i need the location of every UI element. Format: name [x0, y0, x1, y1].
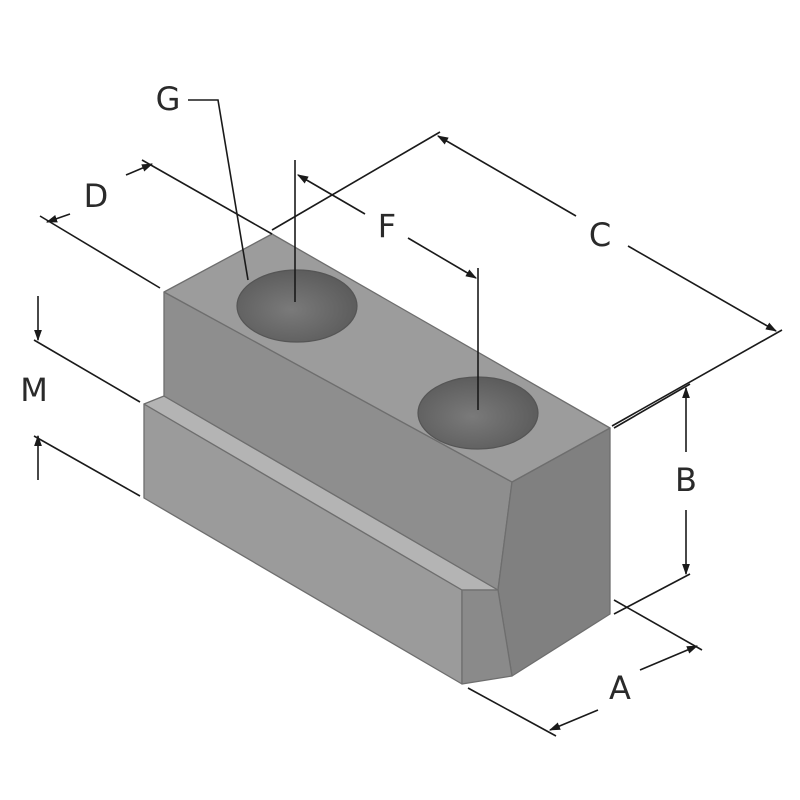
- dimension-m: M: [20, 296, 141, 497]
- label-g: G: [156, 80, 181, 118]
- dimension-a: A: [467, 599, 703, 737]
- label-f: F: [378, 207, 396, 245]
- chamfer-face: [461, 589, 513, 685]
- label-m: M: [20, 371, 48, 409]
- dimension-f: F: [294, 160, 479, 410]
- dimension-b: B: [613, 383, 697, 615]
- label-c: C: [589, 216, 611, 254]
- t-nut-block: [143, 233, 611, 685]
- dimension-g: G: [156, 80, 249, 281]
- hole-left: [236, 269, 358, 343]
- label-d: D: [84, 177, 109, 215]
- dimension-c: C: [271, 131, 783, 427]
- dimension-d: D: [39, 159, 273, 289]
- label-b: B: [675, 461, 697, 499]
- label-a: A: [609, 669, 631, 707]
